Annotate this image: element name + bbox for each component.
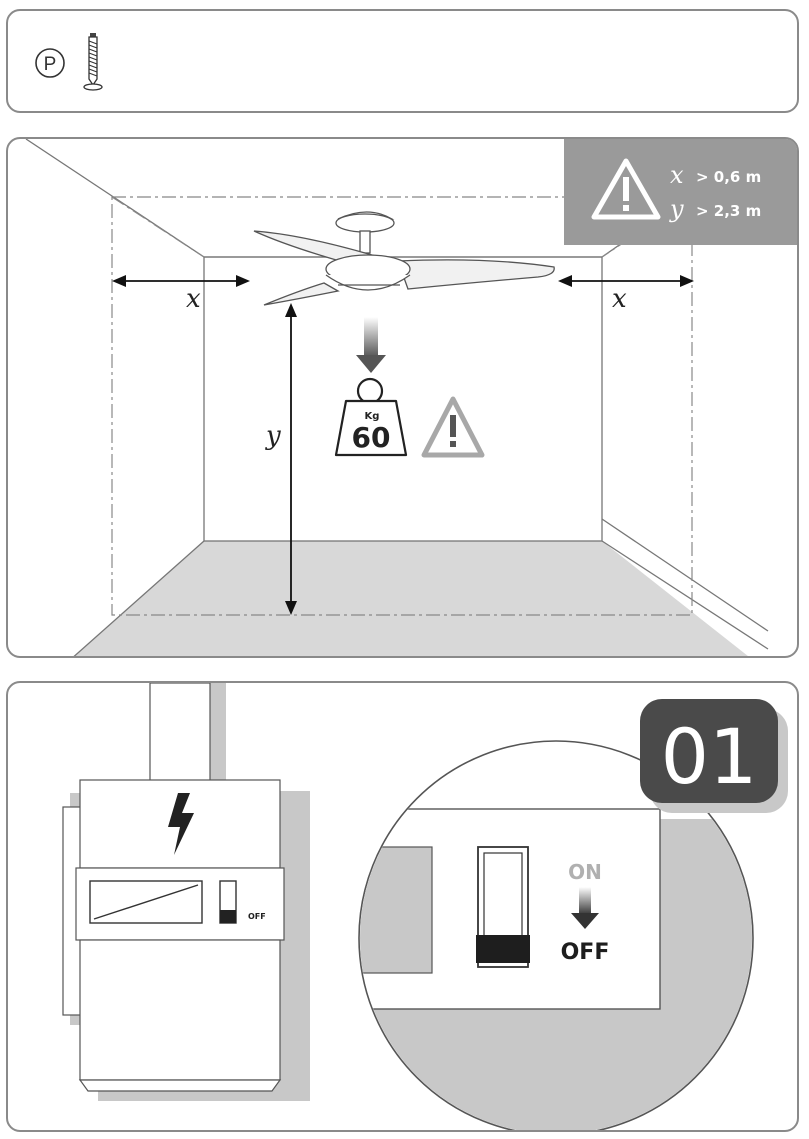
warn-x-label: x <box>670 161 684 189</box>
warn-y-condition: > 2,3 m <box>696 202 761 220</box>
step-number: 01 <box>661 712 758 801</box>
x-label-right: x <box>612 284 627 314</box>
switch-on-label: ON <box>568 860 602 884</box>
x-arrow-left <box>112 275 250 287</box>
step-number-badge: 01 <box>640 699 788 813</box>
weight-value: 60 <box>352 421 391 454</box>
weight-unit: Kg <box>365 411 380 422</box>
switch-off-label: OFF <box>561 940 610 965</box>
parts-svg: P <box>35 33 103 91</box>
weight-warning-icon <box>421 396 485 458</box>
room-walls <box>25 139 769 656</box>
breaker-box: OFF <box>62 683 310 1101</box>
y-label: y <box>265 421 281 451</box>
load-arrow <box>356 317 386 373</box>
svg-text:P: P <box>44 54 57 75</box>
warn-x-condition: > 0,6 m <box>696 168 761 186</box>
warning-box: x > 0,6 m y > 2,3 m <box>564 139 797 245</box>
screw-icon <box>83 33 103 91</box>
switch-diagram: OFF ON <box>62 683 788 1130</box>
installation-panel: x > 0,6 m y > 2,3 m x x <box>6 137 799 658</box>
breaker-off-label: OFF <box>248 912 266 921</box>
room-diagram: x > 0,6 m y > 2,3 m x x <box>25 139 797 656</box>
weight-icon: Kg 60 <box>334 377 408 457</box>
warn-y-label: y <box>669 195 684 223</box>
wall-switch <box>476 846 530 968</box>
y-arrow <box>285 303 297 615</box>
switch-off-arrow <box>571 887 599 929</box>
lightning-icon <box>168 793 194 855</box>
x-arrow-right <box>558 275 694 287</box>
parts-panel: P <box>6 9 799 113</box>
x-label-left: x <box>186 284 201 314</box>
room-floor <box>74 541 748 656</box>
magnifier-circle: ON OFF <box>358 740 754 1130</box>
ceiling-fan <box>253 211 555 306</box>
part-p-label: P <box>35 48 65 78</box>
step-panel: OFF ON <box>6 681 799 1132</box>
